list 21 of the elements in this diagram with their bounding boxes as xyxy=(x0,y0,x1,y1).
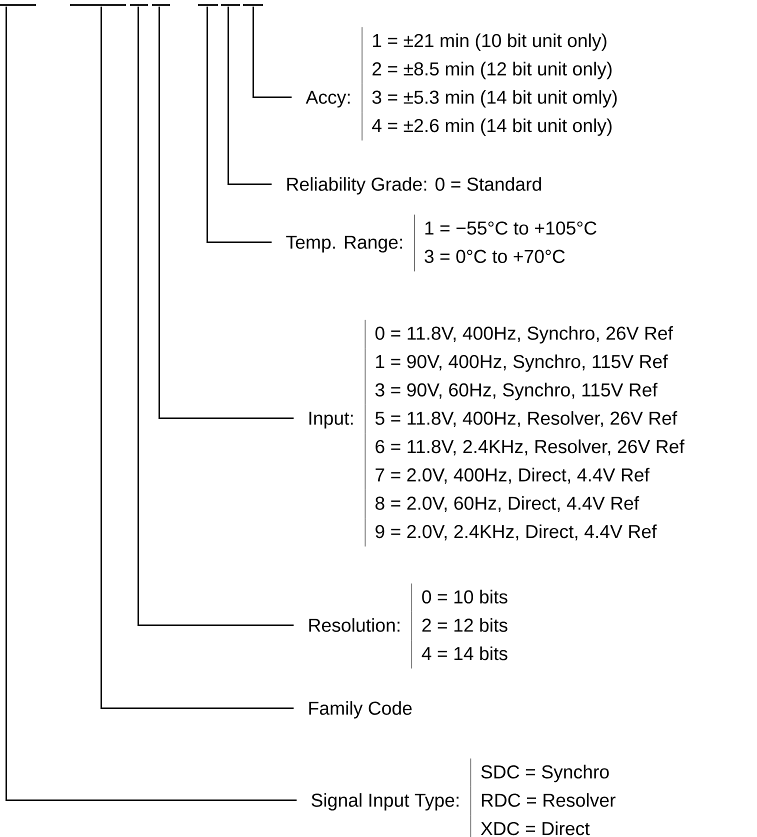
leader-line xyxy=(6,6,297,801)
option-list: Accy: 1 = ±21 min (10 bit unit only) 2 = ±8.5 min (12 bit unit only) 3 = ±5.3 min (14 bit unit omly) 4 = ±2.6 min (14 bit unit only) xyxy=(306,26,617,141)
option-list: Signal Input Type: SDC = Synchro RDC = Resolver XDC = Direct xyxy=(312,758,616,837)
code-position-line xyxy=(243,4,263,6)
code-position-line xyxy=(152,4,170,6)
field-label: Reliability Grade: 0 = Standard xyxy=(287,177,541,195)
code-position-line xyxy=(130,4,148,6)
option-list: Temp. Range: 1 = −55°C to +105°C 3 = 0°C to +70°C xyxy=(286,214,596,272)
leader-line xyxy=(138,6,294,626)
code-position-line xyxy=(70,4,126,6)
leader-line xyxy=(206,6,272,243)
option-list: Resolution: 0 = 10 bits 2 = 12 bits 4 = 14 bits xyxy=(309,583,508,669)
field-label: Family Code xyxy=(309,701,412,719)
leader-line xyxy=(100,6,294,709)
code-position-line xyxy=(0,4,36,6)
option-list: Input: 0 = 11.8V, 400Hz, Synchro, 26V Ref 1 = 90V, 400Hz, Synchro, 115V Ref 3 = 90V, 60Hz, Synchro, 115V Ref 5 = 11.8V, 400Hz, Resolver, 26V Ref 6 = 11.8V, 2.4KHz, Resolver, 26V Ref 7 = 2.0V, 400Hz, Direct, 4.4V Ref 8 = 2.0V, 60Hz, Direct, 4.4V Ref 9 = 2.0V, 2.4KHz, Direct, 4.4V Ref xyxy=(309,320,684,547)
leader-line xyxy=(228,6,272,185)
code-position-line xyxy=(198,4,218,6)
leader-line xyxy=(158,6,294,419)
code-position-line xyxy=(221,4,240,6)
leader-line xyxy=(252,6,292,98)
